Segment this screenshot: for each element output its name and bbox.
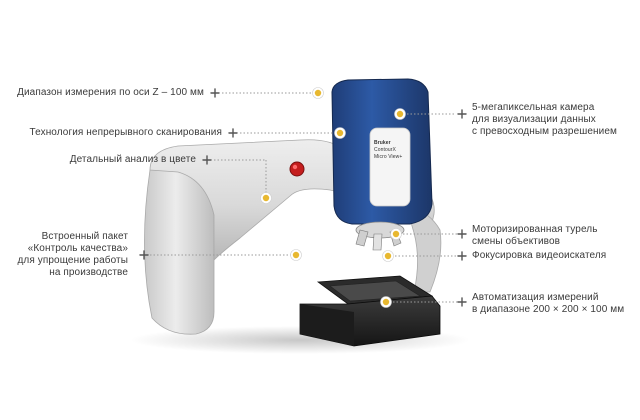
xy-stage-plate [329,280,421,302]
callout-dot-icon [390,228,402,240]
brand-name: Bruker [374,140,391,146]
annotation-continuous-scan: Технология непрерывного сканирования [30,127,223,139]
annotation-turret-line-1: Моторизированная турель [472,224,598,235]
annotation-viewfinder-text: Фокусировка видеоискателя [472,250,607,261]
callout-dot-icon [394,108,406,120]
emergency-stop-highlight [292,164,298,170]
annotation-color-analysis-text: Детальный анализ в цвете [69,154,196,165]
xy-stage-front [300,304,354,346]
plus-icon [139,250,149,260]
plus-icon [228,128,238,138]
annotation-turret: Моторизированная турель смены объективов [472,224,598,248]
callout-dot-icon [312,87,324,99]
annotation-z-range-text: Диапазон измерения по оси Z – 100 мм [17,87,204,98]
objective-lens-1 [355,229,369,247]
annotation-color-analysis: Детальный анализ в цвете [70,154,196,166]
objective-lens-2 [372,233,383,251]
plus-icon [457,251,467,261]
annotation-camera-line-3: с превосходным разрешением [472,126,617,137]
annotation-qc-package: Встроенный пакет «Контроль качества» для… [18,231,129,279]
annotation-automation: Автоматизация измерений в диапазоне 200 … [472,292,624,316]
annotation-camera-line-1: 5-мегапиксельная камера [472,102,595,113]
callout-dot-icon [334,127,346,139]
plus-icon [210,88,220,98]
callout-dot-icon [380,296,392,308]
plus-icon [457,229,467,239]
annotation-qc-line-4: на производстве [49,267,128,278]
annotation-camera: 5-мегапиксельная камера для визуализации… [472,102,617,138]
annotation-qc-line-1: Встроенный пакет [41,231,128,242]
annotation-z-range: Диапазон измерения по оси Z – 100 мм [17,87,204,99]
annotation-qc-line-2: «Контроль качества» [27,243,128,254]
callout-dot-icon [260,192,272,204]
plus-icon [202,155,212,165]
annotation-qc-line-3: для упрощение работы [17,255,128,266]
gantry-right-leg [407,205,442,293]
callout-dot-icon [290,249,302,261]
annotation-automation-line-1: Автоматизация измерений [472,292,599,303]
brand-model: ContourX [374,147,396,153]
annotation-viewfinder: Фокусировка видеоискателя [472,250,606,262]
plus-icon [457,297,467,307]
annotation-turret-line-2: смены объективов [472,236,561,247]
brand-logo-text: Bruker ContourX Micro View+ [374,140,402,161]
brand-panel [369,127,411,207]
plus-icon [457,109,467,119]
callout-dot-icon [382,250,394,262]
annotation-camera-line-2: для визуализации данных [472,114,596,125]
annotation-continuous-scan-text: Технология непрерывного сканирования [29,127,222,138]
brand-submodel: Micro View+ [374,154,403,160]
annotation-automation-line-2: в диапазоне 200 × 200 × 100 мм [472,304,625,315]
